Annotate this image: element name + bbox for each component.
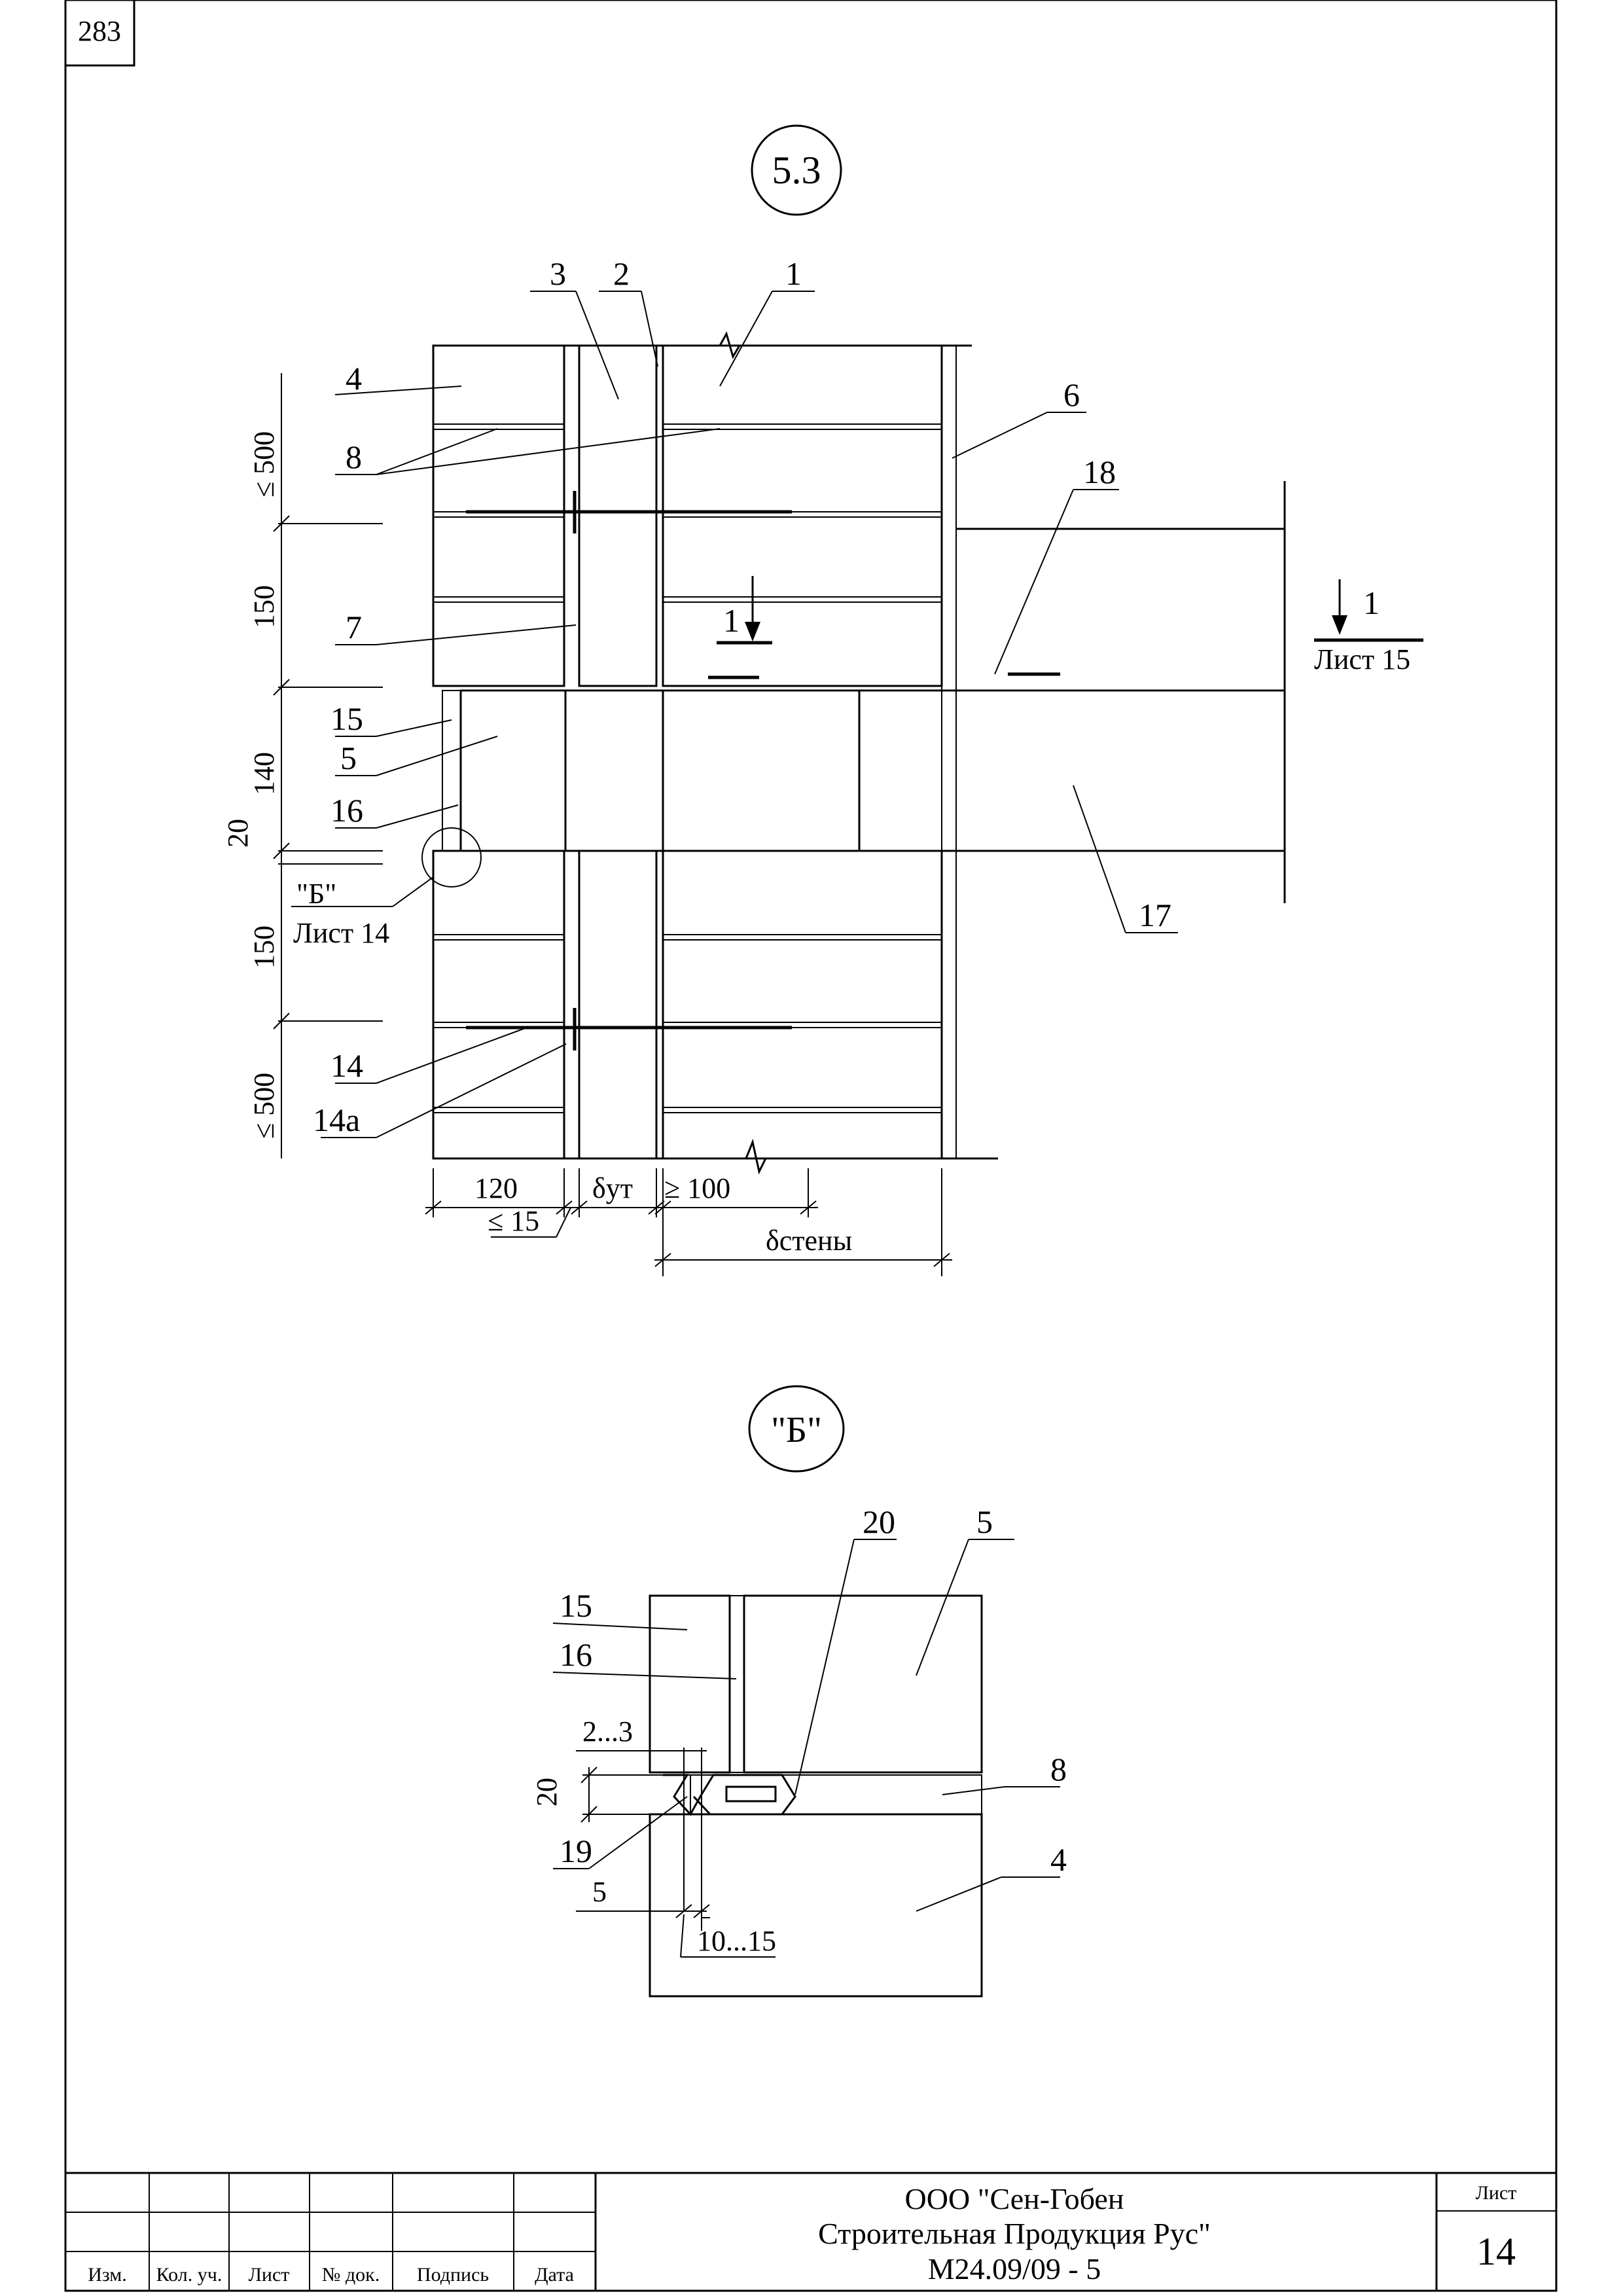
callout-7: 7	[346, 609, 362, 645]
col-izm: Изм.	[88, 2264, 127, 2286]
section-ref-number: 1	[1363, 584, 1380, 621]
col-data: Дата	[535, 2264, 574, 2286]
col-podpis: Подпись	[417, 2264, 489, 2286]
sheet-label: Лист	[1476, 2182, 1517, 2204]
edge-insulation-block	[459, 689, 567, 852]
sheet-number: 14	[1476, 2230, 1516, 2273]
detail-title: 5.3	[772, 149, 821, 192]
sealing-cord	[725, 1785, 777, 1803]
col-doc: № док.	[322, 2264, 380, 2286]
dim-delta-wall: δстены	[766, 1225, 852, 1257]
callout-4: 4	[346, 360, 362, 397]
vertical-dimensions	[273, 373, 383, 1158]
callout-2: 2	[613, 255, 630, 292]
wall-ties	[466, 491, 1060, 1050]
plaster-layer	[941, 345, 957, 1159]
title-block: Изм. Кол. уч. Лист № док. Подпись Дата О…	[65, 2172, 1556, 2291]
dim-150-upper: 150	[248, 585, 280, 628]
inner-wall-upper	[662, 344, 943, 687]
detail-b-title: "Б"	[771, 1410, 822, 1450]
callout-b-5: 5	[976, 1503, 993, 1540]
detail-b-dimensions	[576, 1748, 776, 1958]
document-code: М24.09/09 - 5	[928, 2252, 1101, 2286]
facing-brick-upper	[432, 344, 565, 687]
dim-140: 140	[248, 752, 280, 795]
callout-leaders	[291, 291, 1178, 1138]
floor-slab	[858, 689, 1286, 852]
dim-15: ≤ 15	[488, 1205, 539, 1237]
mortar-joints	[433, 423, 942, 1113]
detail-b-title-circle	[748, 1385, 845, 1473]
callout-b-15: 15	[560, 1587, 592, 1624]
callout-b-4: 4	[1050, 1841, 1067, 1878]
insulation-lower	[578, 850, 658, 1160]
callout-8: 8	[346, 439, 362, 475]
dim-120: 120	[474, 1172, 518, 1204]
dim-b-5: 5	[592, 1876, 607, 1908]
dim-bottom-500: ≤ 500	[248, 1073, 280, 1139]
sheet-frame: 2 8 3	[64, 0, 1558, 2292]
horizontal-dimensions	[425, 1168, 952, 1276]
callout-14a: 14а	[313, 1102, 360, 1138]
detail-ref-sheet: Лист 14	[293, 917, 389, 949]
detail-b-marker	[421, 827, 482, 888]
edge-block-b	[743, 1594, 983, 1774]
company-line-2: Строительная Продукция Рус"	[818, 2217, 1211, 2250]
callout-1: 1	[785, 255, 802, 292]
dim-top-500: ≤ 500	[248, 431, 280, 497]
callout-b-8: 8	[1050, 1751, 1067, 1787]
callout-b-16: 16	[560, 1636, 592, 1673]
slab-edge	[662, 689, 861, 852]
section-ref-sheet: Лист 15	[1314, 643, 1410, 675]
callout-5: 5	[340, 740, 357, 776]
detail-title-circle	[751, 124, 842, 216]
dim-b-20: 20	[531, 1778, 563, 1806]
callout-15: 15	[330, 700, 363, 737]
dim-100: ≥ 100	[664, 1172, 730, 1204]
dim-b-2-3: 2...3	[582, 1715, 633, 1748]
dim-20: 20	[222, 819, 254, 848]
callout-b-20: 20	[863, 1503, 895, 1540]
company-line-1: ООО "Сен-Гобен	[905, 2182, 1124, 2215]
detail-b: "Б" 2...3 20 5 10...15	[531, 1385, 1067, 1998]
callout-17: 17	[1139, 897, 1171, 933]
adhesive-layer-b	[729, 1595, 745, 1773]
callout-b-19: 19	[560, 1833, 592, 1869]
dim-b-10-15: 10...15	[697, 1925, 776, 1957]
callout-16: 16	[330, 792, 363, 829]
detail-5-3: 5.3	[222, 124, 1423, 1276]
section-mark-inner: 1	[723, 602, 740, 639]
dim-delta-ut: δут	[592, 1172, 633, 1204]
detail-ref-name: "Б"	[296, 878, 336, 910]
callout-6: 6	[1063, 376, 1080, 413]
facade-panel-b	[649, 1594, 731, 1774]
slab-insulation	[564, 689, 664, 852]
facade-panel	[442, 690, 461, 852]
brick-b	[649, 1813, 983, 1998]
mortar-b	[690, 1774, 982, 1815]
callout-18: 18	[1083, 454, 1116, 490]
dim-150-lower: 150	[248, 925, 280, 969]
detail-b-leaders	[552, 1539, 1060, 1912]
col-list: Лист	[249, 2264, 290, 2286]
callout-3: 3	[550, 255, 566, 292]
col-kol-uch: Кол. уч.	[156, 2264, 223, 2286]
page-number: 283	[78, 15, 121, 47]
callout-14: 14	[330, 1047, 363, 1084]
